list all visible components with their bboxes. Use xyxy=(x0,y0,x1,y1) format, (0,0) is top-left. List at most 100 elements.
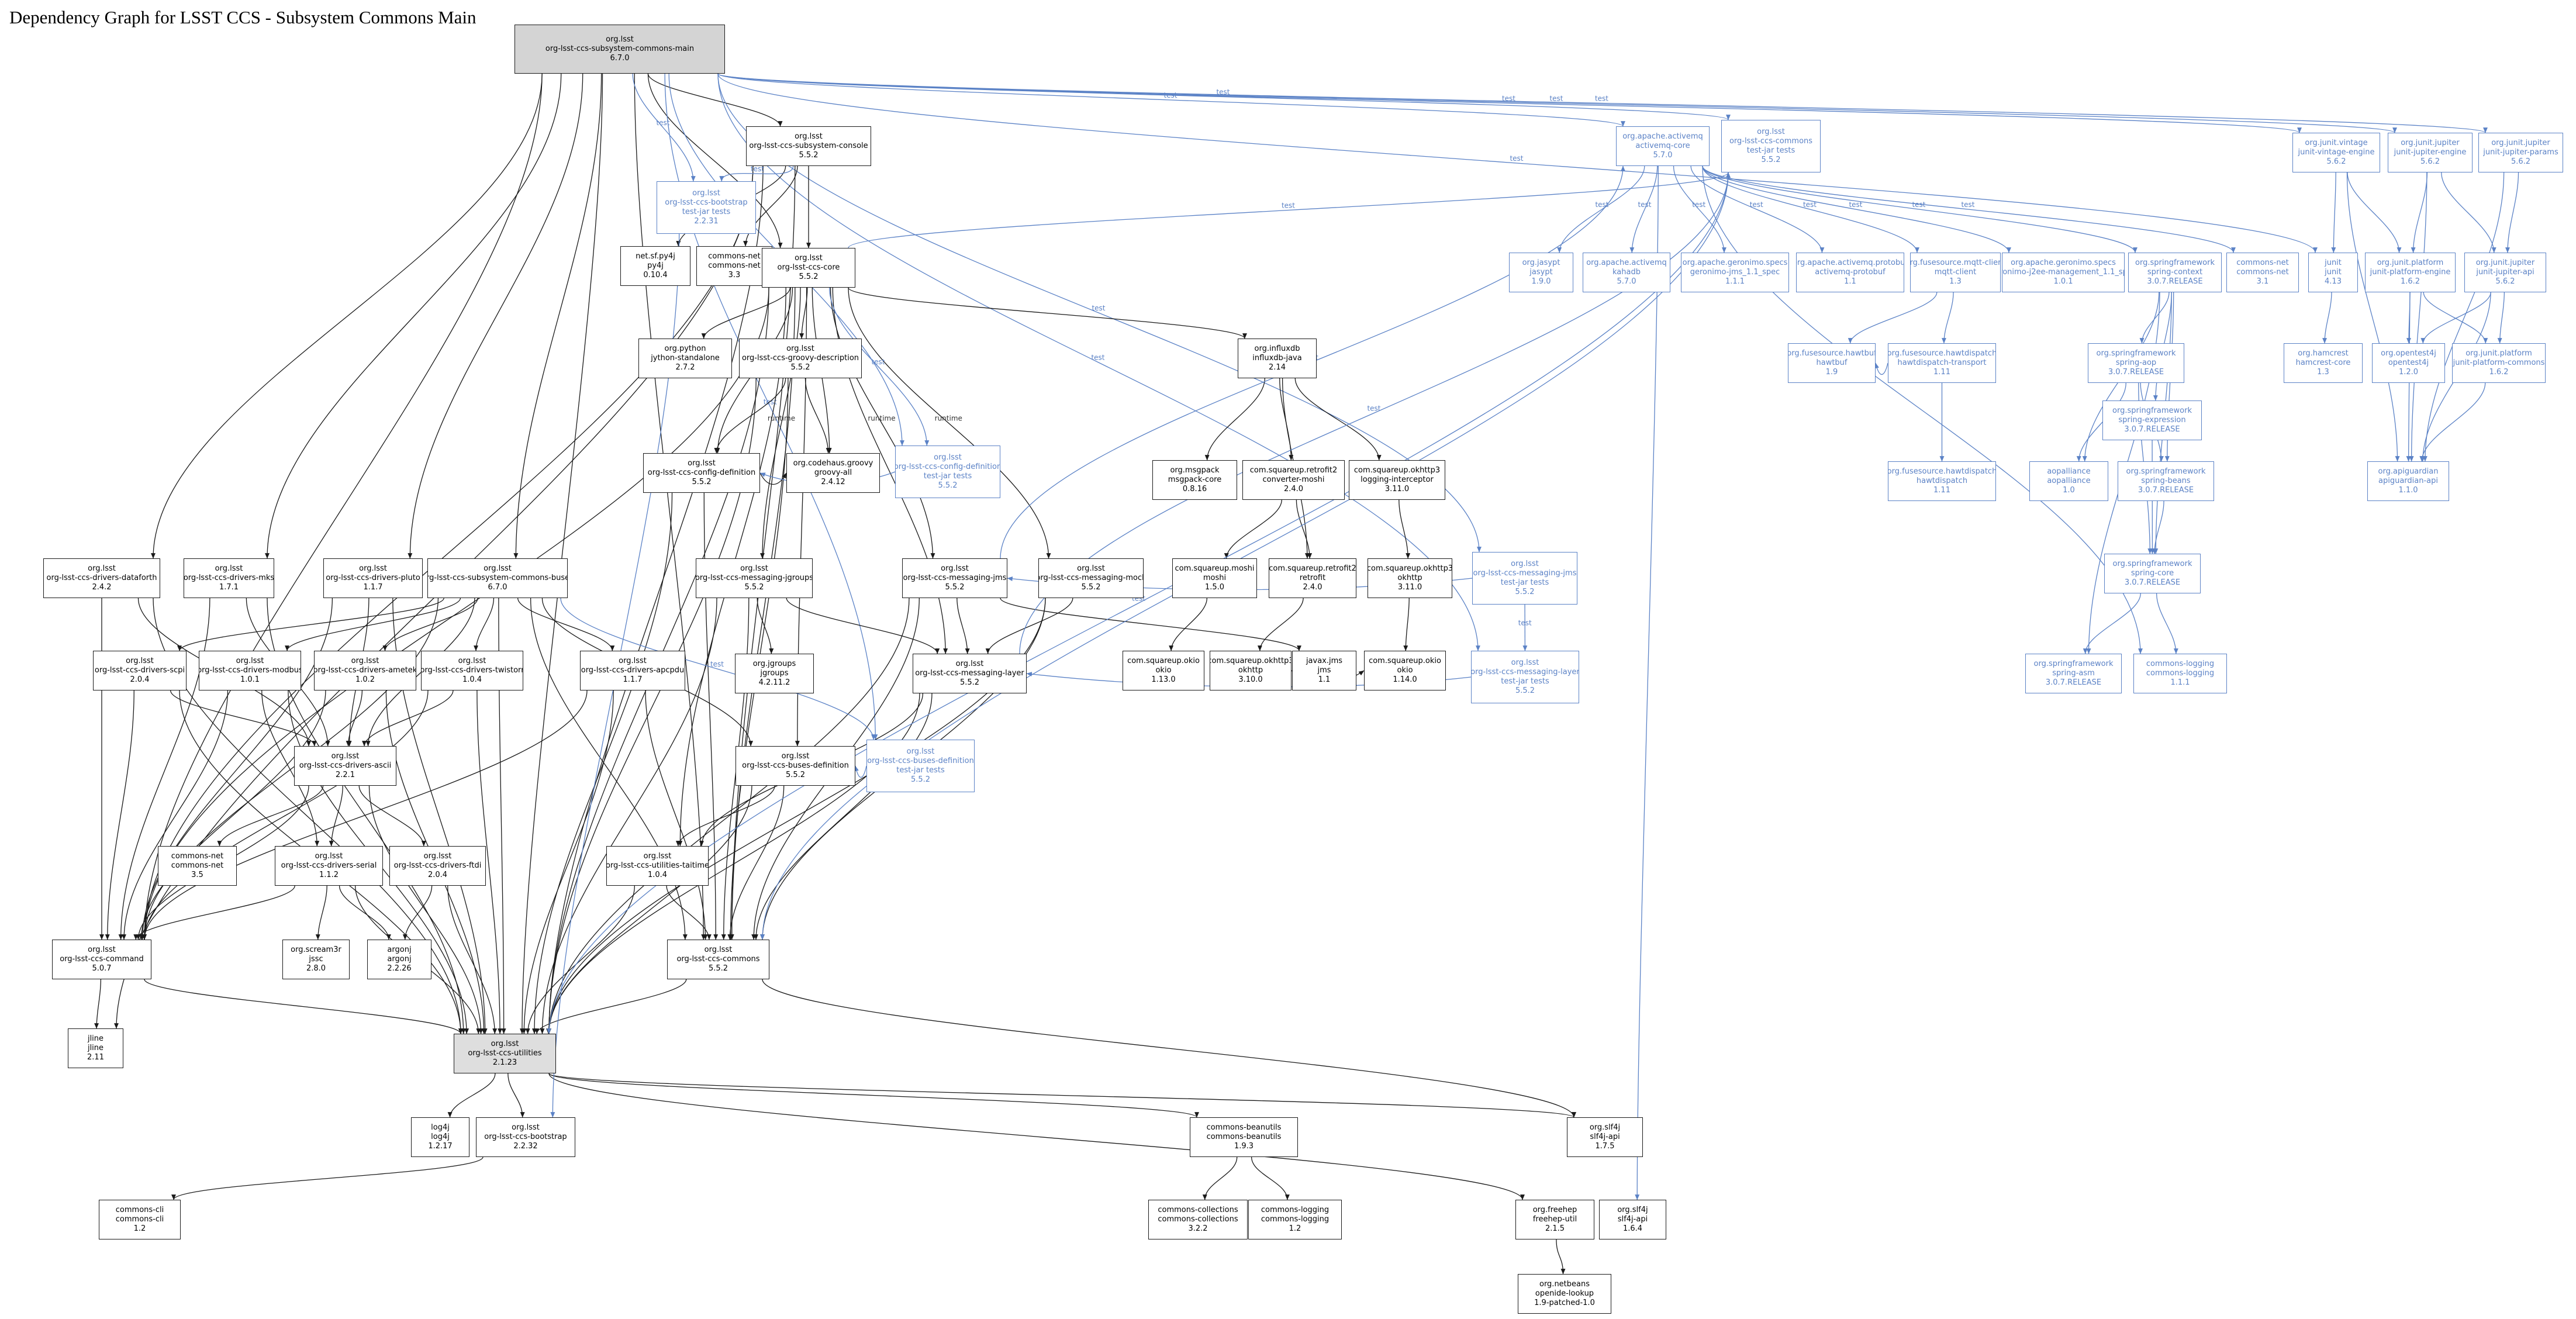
node-label-line: org.apiguardian xyxy=(2378,467,2439,477)
node-label-line: 3.0.7.RELEASE xyxy=(2045,678,2102,687)
node-label-line: activemq-core xyxy=(1635,141,1690,151)
node-label-line: test-jar tests xyxy=(1501,677,1549,686)
edge-buses_def-taitime xyxy=(675,785,775,847)
node-label-line: org.springframework xyxy=(2112,560,2192,569)
node-label-line: activemq-protobuf xyxy=(1815,268,1886,277)
edge-conv_moshi-moshi xyxy=(1224,499,1282,559)
node-label-line: commons-logging xyxy=(1261,1206,1330,1215)
edge-utilities-log4j xyxy=(447,1073,496,1118)
edge-scpi-command xyxy=(105,690,134,940)
node-label-line: 1.2 xyxy=(133,1224,146,1233)
edge-activemq_core-activemq_protobuf xyxy=(1690,165,1825,253)
node-label-line: argonj xyxy=(387,945,412,955)
edge-buses-scpi xyxy=(177,598,444,651)
edge-core-msg_jms xyxy=(830,287,935,559)
edge-core-command xyxy=(142,287,769,940)
edge-main-buses xyxy=(513,73,602,559)
node-label-line: 1.0.4 xyxy=(647,870,668,879)
edge-msg_jgroups-msg_layer xyxy=(786,598,940,654)
edge-scope-label: test xyxy=(1638,201,1651,209)
node-label-line: junit-platform-engine xyxy=(2370,268,2451,277)
node-label-line: org.lsst xyxy=(955,660,984,669)
node-label-line: 1.9-patched-1.0 xyxy=(1534,1298,1595,1307)
node-label-line: 1.3 xyxy=(2317,367,2329,377)
node-label-line: aopalliance xyxy=(2047,467,2091,477)
node-label-line: 3.2.2 xyxy=(1188,1224,1208,1233)
edge-freehep-openide xyxy=(1556,1239,1566,1275)
node-label-line: 5.5.2 xyxy=(744,582,764,592)
node-label-line: 5.5.2 xyxy=(959,678,980,687)
edge-main-utilities xyxy=(520,73,603,1034)
edge-main-junit xyxy=(717,73,2318,253)
node-label-line: 2.0.4 xyxy=(130,675,150,684)
node-label-line: org-lsst-ccs-subsystem-commons-buses xyxy=(427,574,568,583)
edge-beanutils-commons_collections xyxy=(1202,1156,1238,1200)
node-label-line: 2.14 xyxy=(1269,362,1286,372)
edge-scope-label: test xyxy=(656,119,669,127)
node-label-line: log4j xyxy=(431,1123,450,1132)
node-label-line: 5.6.2 xyxy=(2420,157,2440,166)
node-label-line: org.netbeans xyxy=(1539,1280,1590,1289)
node-label-line: 5.6.2 xyxy=(2511,157,2531,166)
node-label-line: 4.13 xyxy=(2325,277,2342,286)
node-label-line: org-lsst-ccs-commons xyxy=(1729,137,1813,146)
edge-commons_tests-utilities xyxy=(547,172,1729,1034)
node-label-line: junit-jupiter-api xyxy=(2476,268,2534,277)
edge-serial-jssc xyxy=(315,885,327,940)
node-label-line: 2.4.12 xyxy=(821,477,845,486)
node-label-line: aopalliance xyxy=(2047,477,2091,486)
edge-buses_def-commons xyxy=(727,785,785,940)
node-label-line: 2.11 xyxy=(87,1052,104,1062)
edge-msg_mock-msg_layer xyxy=(985,598,1073,654)
node-label-line: 6.7.0 xyxy=(488,582,507,592)
node-label-line: jgroups xyxy=(760,669,789,678)
node-label-line: org.apache.activemq xyxy=(1622,132,1703,141)
node-label-line: spring-beans xyxy=(2141,477,2191,486)
node-label-line: logging-interceptor xyxy=(1360,475,1434,485)
node-label-line: 5.5.2 xyxy=(790,362,810,372)
node-label-line: org.lsst xyxy=(781,752,810,761)
node-label-line: 2.4.0 xyxy=(1303,582,1322,592)
edge-scope-label: test xyxy=(1961,201,1974,209)
node-label-line: org.opentest4j xyxy=(2381,349,2436,358)
node-label-line: 1.6.4 xyxy=(1622,1224,1643,1233)
edge-core-groovy_desc xyxy=(799,287,808,339)
node-label-line: junit-jupiter-params xyxy=(2483,148,2558,157)
edge-mqtt_client-hawtdispatch_transport xyxy=(1942,292,1954,344)
node-label-line: org.lsst xyxy=(1511,658,1539,668)
edge-serial-argonj xyxy=(339,885,391,940)
edge-spring_core-spring_asm xyxy=(2083,593,2141,654)
node-label-line: 2.2.1 xyxy=(335,770,355,779)
edge-main-buses_def_tests xyxy=(664,73,878,740)
edge-beanutils-commons_logging_12 xyxy=(1251,1156,1290,1200)
edge-core-config_def_tests xyxy=(829,287,930,446)
node-label-line: org.lsst xyxy=(215,564,243,574)
node-label-line: 1.11 xyxy=(1933,485,1950,495)
node-label-line: apiguardian-api xyxy=(2378,477,2438,486)
node-label-line: 6.7.0 xyxy=(610,53,630,63)
node-label-line: org-lsst-ccs-drivers-mks xyxy=(184,574,274,583)
node-label-line: 2.0.4 xyxy=(427,870,448,879)
edge-main-commons_tests xyxy=(717,73,1731,120)
edge-buses-modbus xyxy=(285,598,461,651)
edge-twistorr-utilities xyxy=(476,690,503,1034)
node-label-line: org-lsst-ccs-groovy-description xyxy=(741,354,859,363)
node-label-line: org.lsst xyxy=(512,1123,540,1132)
node-label-line: org-lsst-ccs-drivers-apcpdu xyxy=(581,666,685,675)
node-label-line: 3.0.7.RELEASE xyxy=(2124,424,2180,434)
node-label-line: 5.5.2 xyxy=(799,150,819,160)
edge-scope-label: test xyxy=(871,358,885,366)
